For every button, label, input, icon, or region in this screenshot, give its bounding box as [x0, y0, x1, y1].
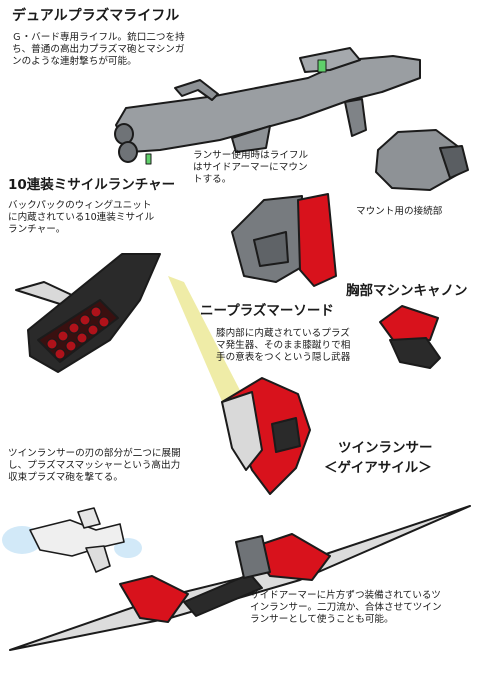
- knee-sword-description: 膝内部に内蔵されているプラズ マ発生器、そのまま膝蹴りで相 手の意表をつくという…: [216, 328, 351, 363]
- twin-lancer-subtitle: ＜ゲイアサイル＞: [324, 460, 432, 476]
- dual-plasma-rifle-drawing: [114, 47, 421, 165]
- lancer-mount-note: ランサー使用時はライフル はサイドアーマーにマウン トする。: [193, 150, 309, 185]
- twin-lancer-title: ツインランサー: [338, 440, 433, 456]
- twin-lancer-drawing: [9, 505, 471, 651]
- knee-plasma-sword-drawing: [221, 377, 311, 495]
- side-armor-mount-drawing: [231, 193, 337, 287]
- missile-launcher-description: バックパックのウィングユニット に内蔵されている10連装ミサイル ランチャー。: [8, 200, 155, 235]
- twin-lancer-deployed-drawing: [2, 507, 142, 573]
- chest-cannon-title: 胸部マシンキャノン: [346, 283, 468, 299]
- knee-sword-title: ニープラズマーソード: [200, 303, 334, 319]
- mount-connector-drawing: [375, 129, 469, 191]
- rifle-description: Ｇ・バード専用ライフル。銃口二つを持 ち、普通の高出力プラズマ砲とマシンガ ンの…: [12, 32, 185, 67]
- chest-machine-cannon-drawing: [379, 305, 441, 369]
- missile-launcher-title: 10連装ミサイルランチャー: [8, 177, 176, 193]
- rifle-title: デュアルプラズマライフル: [12, 8, 180, 24]
- missile-launcher-drawing: [15, 253, 161, 373]
- side-armor-description: サイドアーマーに片方ずつ装備されているツ インランサー。二刀流か、合体させてツイ…: [250, 590, 442, 625]
- plasma-beam-glow: [168, 276, 244, 406]
- mount-connector-label: マウント用の接続部: [356, 206, 443, 217]
- twin-blade-description: ツインランサーの刃の部分が二つに展開 し、プラズマスマッシャーという高出力 収束…: [8, 448, 181, 483]
